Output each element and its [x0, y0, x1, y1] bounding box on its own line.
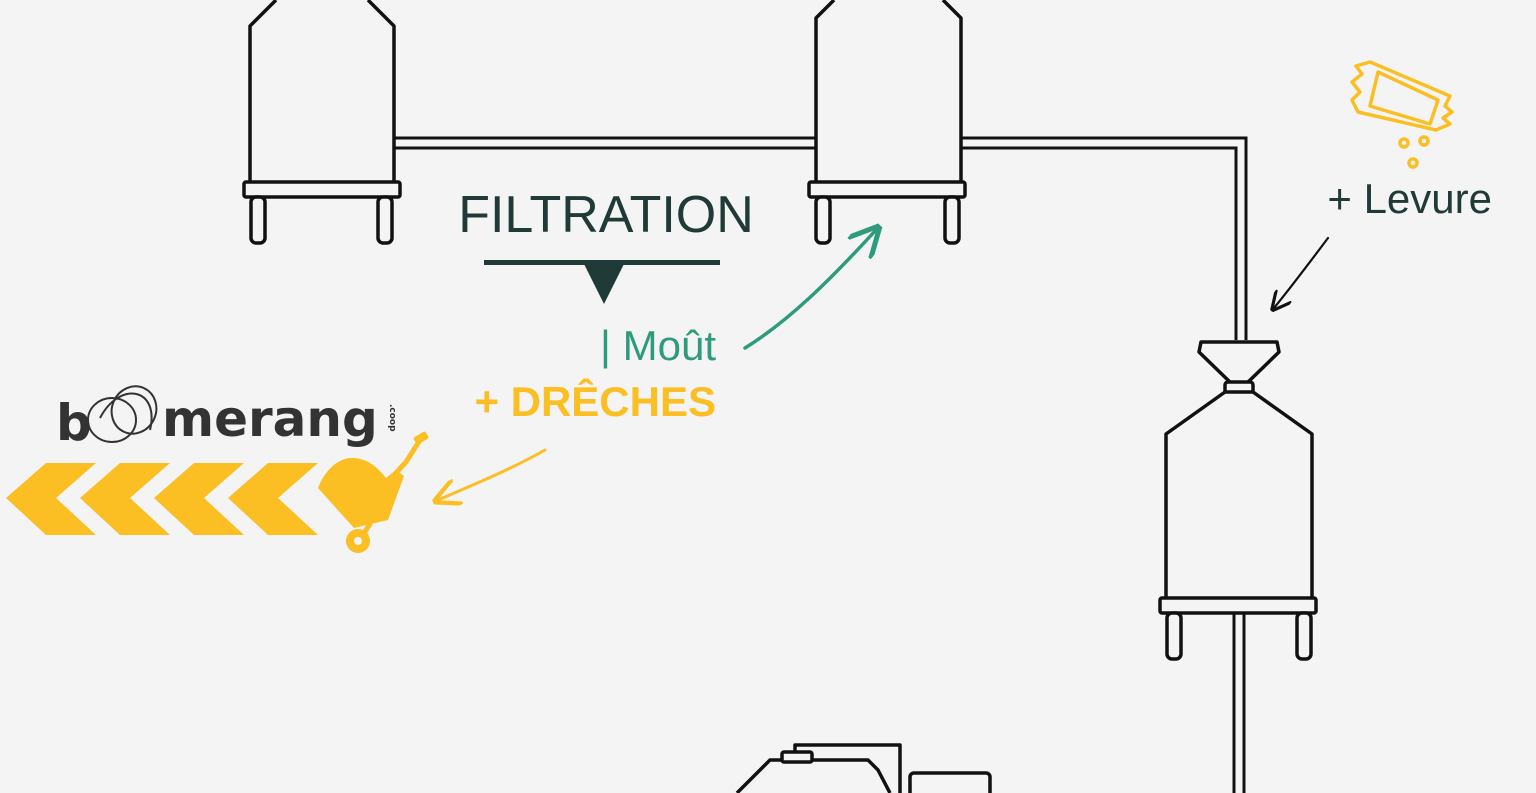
- levure-label: + Levure: [1327, 175, 1492, 222]
- levure-arrow: [1274, 236, 1330, 308]
- wheelbarrow-icon: [318, 431, 429, 553]
- filtration-marker: [484, 260, 720, 304]
- pipe-fermenter-down: [1232, 610, 1246, 793]
- pipe-tank1-tank2: [394, 136, 815, 150]
- filtration-label: FILTRATION: [458, 186, 754, 244]
- logo-tld: .coop: [387, 404, 397, 432]
- mout-arrow: [743, 230, 876, 350]
- tank-1: [242, 0, 402, 245]
- tank-2: [807, 0, 967, 245]
- logo-loops-icon: [87, 385, 158, 443]
- boomerang-logo: b merang .coop: [56, 385, 397, 452]
- chevron-left-icon: [6, 463, 318, 535]
- pipe-tank2-fermenter: [961, 136, 1248, 340]
- logo-prefix: b: [56, 394, 92, 452]
- fermenter-tank: [1158, 340, 1318, 661]
- mout-label: | Moût: [600, 322, 716, 369]
- dreches-label: + DRÊCHES: [474, 377, 716, 425]
- bottom-machine: [735, 743, 992, 793]
- yeast-packet-icon: [1350, 60, 1454, 169]
- logo-suffix: merang: [162, 390, 378, 448]
- dreches-arrow: [438, 448, 547, 500]
